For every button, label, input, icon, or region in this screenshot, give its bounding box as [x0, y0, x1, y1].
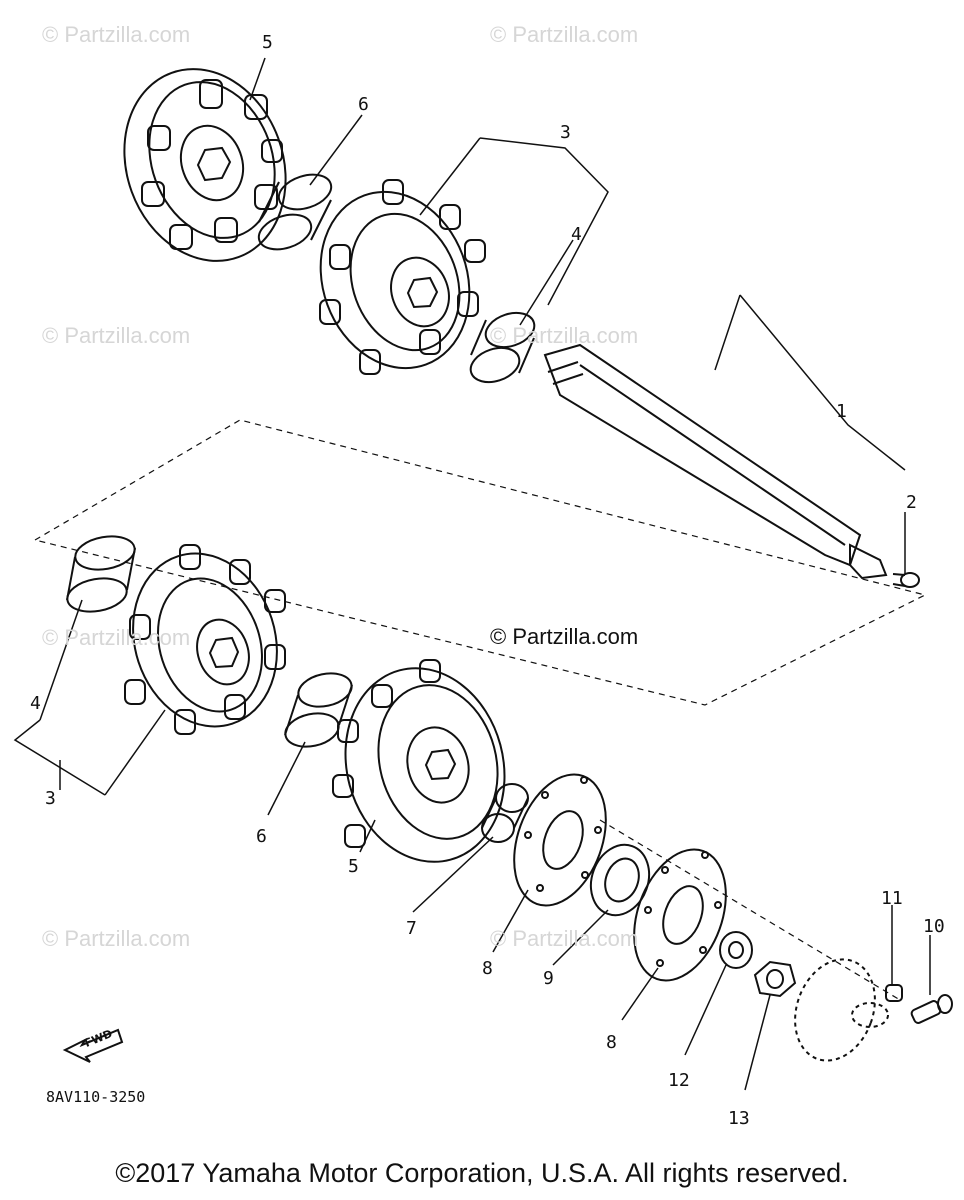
watermark: © Partzilla.com: [490, 323, 639, 348]
diagram-code: 8AV110-3250: [46, 1088, 146, 1106]
bolt: [910, 994, 953, 1024]
callout-6-lower: 6: [256, 826, 267, 847]
watermark: © Partzilla.com: [42, 625, 191, 650]
wheel-lower: [332, 659, 506, 863]
callout-3-upper: 3: [560, 122, 571, 143]
center-watermark: © Partzilla.com: [490, 624, 639, 649]
callout-8b: 8: [606, 1032, 617, 1053]
callout-13: 13: [728, 1108, 750, 1129]
callout-5-upper: 5: [262, 32, 273, 53]
callout-1: 1: [836, 401, 847, 422]
drive-shaft: [543, 343, 920, 588]
callout-10: 10: [923, 916, 945, 937]
callout-4-lower: 4: [30, 693, 41, 714]
watermark: © Partzilla.com: [42, 22, 191, 47]
fwd-arrow-icon: [62, 1028, 124, 1063]
callout-7: 7: [406, 918, 417, 939]
spacer-lower: [284, 672, 353, 748]
spacer-upper: [257, 173, 333, 251]
callout-12: 12: [668, 1070, 690, 1091]
callout-9: 9: [543, 968, 554, 989]
callout-8a: 8: [482, 958, 493, 979]
washer: [719, 931, 753, 969]
plate-b: [633, 848, 727, 982]
callout-5-lower: 5: [348, 856, 359, 877]
pin: [885, 984, 903, 1002]
watermark: © Partzilla.com: [42, 926, 191, 951]
callout-2: 2: [906, 492, 917, 513]
watermark: © Partzilla.com: [490, 22, 639, 47]
callout-4-upper: 4: [571, 224, 582, 245]
callout-3-lower: 3: [45, 788, 56, 809]
bearing: [589, 843, 651, 917]
nut: [753, 960, 797, 998]
hub-reference: [794, 958, 889, 1062]
collar-lower: [66, 535, 136, 613]
sprocket-upper: [123, 68, 287, 262]
callout-11: 11: [881, 888, 903, 909]
watermark: © Partzilla.com: [42, 323, 191, 348]
plate-a: [513, 773, 607, 907]
collar-upper: [469, 311, 536, 384]
sprocket-set-lower: [124, 544, 286, 735]
sprocket-set-upper: [319, 179, 486, 375]
copyright-notice: ©2017 Yamaha Motor Corporation, U.S.A. A…: [115, 1158, 849, 1188]
watermark: © Partzilla.com: [490, 926, 639, 951]
callout-6-upper: 6: [358, 94, 369, 115]
bushing: [481, 783, 529, 843]
